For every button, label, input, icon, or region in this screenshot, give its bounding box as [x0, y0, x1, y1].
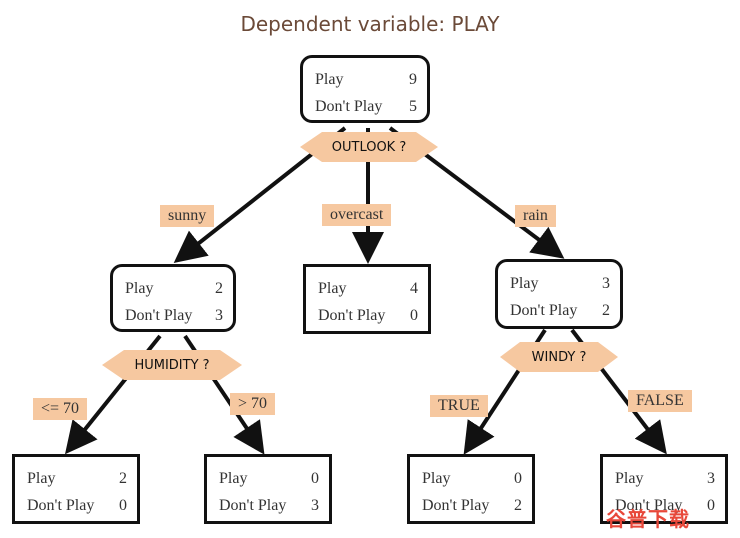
play-count: 9	[409, 71, 417, 88]
dont-play-label: Don't Play	[27, 497, 95, 514]
play-label: Play	[27, 470, 56, 487]
play-count: 0	[514, 470, 522, 487]
edge-label-rain: rain	[515, 205, 556, 227]
windy-split: WINDY ?	[500, 342, 618, 372]
dont-play-label: Don't Play	[615, 497, 683, 514]
dont-play-count: 3	[311, 497, 319, 514]
dont-play-label: Don't Play	[219, 497, 287, 514]
edge-label-le70: <= 70	[33, 398, 88, 420]
dont-play-label: Don't Play	[315, 98, 383, 115]
dont-play-count: 3	[215, 307, 223, 324]
edge-label-overcast: overcast	[322, 204, 392, 226]
false-leaf: Play 3 Don't Play 0	[600, 454, 728, 524]
true-leaf: Play 0 Don't Play 2	[407, 454, 535, 524]
dont-play-label: Don't Play	[422, 497, 490, 514]
sunny-node: Play 2 Don't Play 3	[110, 264, 236, 332]
play-label: Play	[219, 470, 248, 487]
dont-play-count: 0	[707, 497, 715, 514]
play-count: 3	[707, 470, 715, 487]
dont-play-count: 0	[119, 497, 127, 514]
rain-node: Play 3 Don't Play 2	[495, 259, 623, 329]
edge-label-false: FALSE	[628, 390, 692, 412]
play-count: 2	[215, 280, 223, 297]
play-count: 0	[311, 470, 319, 487]
overcast-node: Play 4 Don't Play 0	[303, 264, 431, 334]
gt70-leaf: Play 0 Don't Play 3	[204, 454, 332, 524]
diagram-title: Dependent variable: PLAY	[240, 12, 500, 36]
play-label: Play	[510, 275, 539, 292]
edge-label-sunny: sunny	[160, 205, 215, 227]
play-count: 3	[602, 275, 610, 292]
edge-label-true: TRUE	[430, 395, 488, 417]
play-label: Play	[422, 470, 451, 487]
dont-play-label: Don't Play	[510, 302, 578, 319]
play-label: Play	[125, 280, 154, 297]
dont-play-count: 2	[514, 497, 522, 514]
root-node: Play 9 Don't Play 5	[300, 55, 430, 123]
play-label: Play	[615, 470, 644, 487]
outlook-split: OUTLOOK ?	[300, 132, 438, 162]
outlook-split-label: OUTLOOK ?	[331, 139, 407, 155]
play-label: Play	[318, 280, 347, 297]
dont-play-count: 0	[410, 307, 418, 324]
play-count: 2	[119, 470, 127, 487]
dont-play-label: Don't Play	[318, 307, 386, 324]
edge-label-gt70: > 70	[230, 393, 276, 415]
watermark-logo: 谷普下载	[606, 507, 690, 531]
humidity-split: HUMIDITY ?	[102, 350, 242, 380]
dont-play-count: 2	[602, 302, 610, 319]
dont-play-label: Don't Play	[125, 307, 193, 324]
windy-split-label: WINDY ?	[531, 349, 587, 365]
play-label: Play	[315, 71, 344, 88]
play-count: 4	[410, 280, 418, 297]
dont-play-count: 5	[409, 98, 417, 115]
le70-leaf: Play 2 Don't Play 0	[12, 454, 140, 524]
humidity-split-label: HUMIDITY ?	[134, 357, 210, 373]
